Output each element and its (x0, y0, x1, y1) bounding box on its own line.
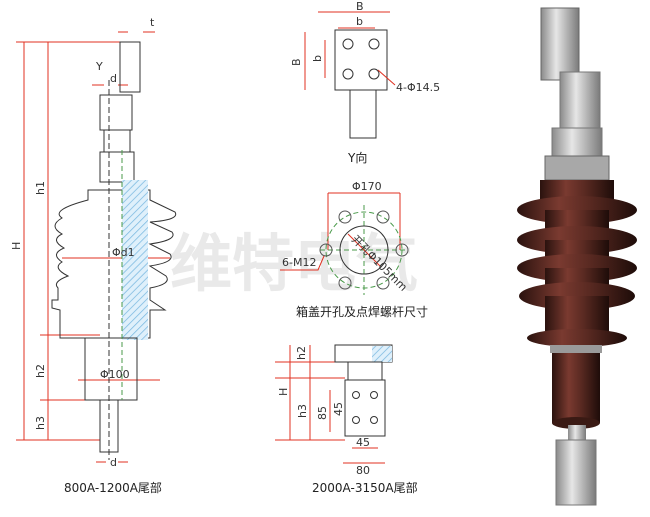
label-45-vertical: 45 (332, 402, 345, 416)
label-d-top: d (110, 72, 117, 85)
label-d-bottom: d (110, 456, 117, 469)
label-y: Y (95, 60, 103, 73)
label-t: t (150, 16, 155, 29)
bottom-drawing-2000a-3150a: h2 H h3 85 45 45 80 2000A-3150A尾部 (275, 344, 418, 495)
label-h2: h2 (34, 364, 47, 378)
caption-2000a-3150a: 2000A-3150A尾部 (312, 480, 418, 495)
watermark: 维特电气 (170, 227, 418, 300)
left-drawing-800a-1200a: t Y d h1 H Φd1 Φ100 h2 h3 d 800A-1200A尾部 (10, 16, 177, 495)
label-80: 80 (356, 464, 370, 477)
label-45-horizontal: 45 (356, 436, 370, 449)
label-h3: h3 (34, 416, 47, 430)
label-phi-170: Φ170 (352, 180, 382, 193)
label-6-m12: 6-M12 (282, 256, 316, 269)
bushing-photo (517, 7, 637, 506)
label-h3-bottom: h3 (296, 404, 309, 418)
caption-y-view: Y向 (347, 150, 367, 165)
caption-cover-opening: 箱盖开孔及点焊螺杆尺寸 (296, 304, 428, 319)
label-h1: h1 (34, 181, 47, 195)
label-B-horizontal: B (356, 0, 364, 13)
label-H: H (10, 242, 23, 250)
label-h2-bottom: h2 (295, 346, 308, 360)
top-terminal-y-view: B b B b 4-Φ14.5 Y向 (290, 0, 440, 165)
label-H-bottom: H (277, 388, 290, 396)
label-b-horizontal: b (356, 15, 363, 28)
label-phi-100: Φ100 (100, 368, 130, 381)
label-85: 85 (316, 406, 329, 420)
label-b-vertical: b (311, 55, 324, 62)
caption-800a-1200a: 800A-1200A尾部 (64, 480, 162, 495)
label-phi-d1: Φd1 (112, 246, 135, 259)
label-holes: 4-Φ14.5 (396, 81, 440, 94)
label-B-vertical: B (290, 58, 303, 66)
